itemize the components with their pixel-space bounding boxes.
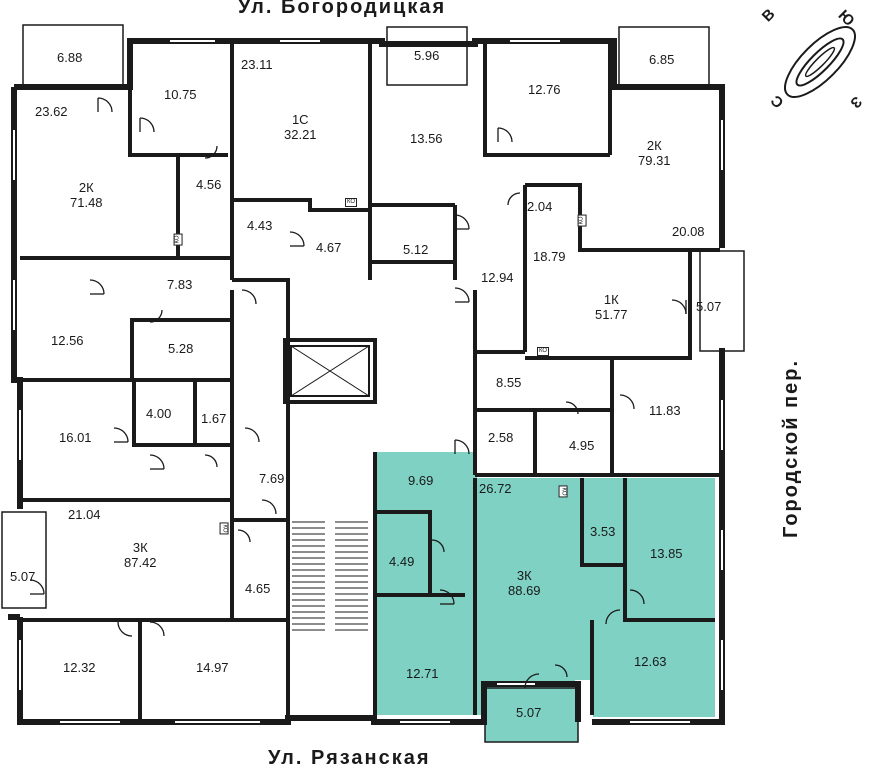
room-area: 6.88	[57, 50, 83, 65]
room-area: 20.08	[672, 224, 705, 239]
compass-letter-south: Ю	[835, 7, 858, 30]
room-area: 5.28	[168, 341, 194, 356]
apartment-area: 51.77	[595, 307, 628, 322]
apartment-type: 2К	[78, 180, 94, 195]
ventilation-marker: КО	[345, 198, 358, 207]
room-area: 12.76	[528, 82, 561, 97]
room-area: 13.56	[410, 131, 443, 146]
room-area: 4.56	[196, 177, 222, 192]
ventilation-marker: КО	[577, 214, 587, 227]
ventilation-marker: КО	[219, 522, 229, 535]
room-area: 21.04	[68, 507, 101, 522]
room-area: 5.12	[403, 242, 429, 257]
door-swings	[29, 97, 687, 689]
apartment-type: 1К	[603, 292, 619, 307]
room-area: 26.72	[479, 481, 512, 496]
room-area: 7.83	[167, 277, 193, 292]
room-area: 18.79	[533, 249, 566, 264]
apartment-area: 32.21	[284, 127, 317, 142]
room-area: 12.71	[406, 666, 439, 681]
room-area: 4.43	[247, 218, 273, 233]
windows	[13, 40, 723, 723]
apartment-label: 2К 71.48	[70, 180, 103, 210]
room-area: 4.65	[245, 581, 271, 596]
apartment-area: 87.42	[124, 555, 157, 570]
highlighted-apartment-3k	[375, 452, 715, 742]
ventilation-marker: КО	[537, 347, 550, 356]
apartment-area: 88.69	[508, 583, 541, 598]
room-area: 11.83	[649, 403, 681, 418]
compass-letter-west: З	[847, 93, 866, 112]
room-area: 10.75	[164, 87, 197, 102]
room-area: 12.63	[634, 654, 667, 669]
room-area: 16.01	[59, 430, 92, 445]
apartment-label: 1С 32.21	[284, 112, 317, 142]
room-area: 14.97	[196, 660, 229, 675]
room-area: 4.49	[389, 554, 415, 569]
street-label-bottom: Ул. Рязанская	[268, 747, 431, 769]
compass-letter-east: В	[759, 6, 779, 26]
room-area: 2.04	[527, 199, 553, 214]
room-area: 5.07	[516, 705, 542, 720]
room-area: 12.56	[51, 333, 84, 348]
compass-letter-north: С	[768, 91, 788, 111]
room-area: 23.62	[35, 104, 68, 119]
room-area: 5.07	[10, 569, 36, 584]
ventilation-marker: КО	[558, 485, 568, 498]
highlight-walls	[373, 452, 715, 715]
apartment-label: 2К 79.31	[638, 138, 671, 168]
room-area: 12.94	[481, 270, 514, 285]
apartment-label: 3К 87.42	[124, 540, 157, 570]
room-area: 23.11	[241, 57, 273, 72]
apartment-type: 3К	[132, 540, 148, 555]
street-label-right: Городской пер.	[780, 358, 802, 538]
apartment-label: 1К 51.77	[595, 292, 628, 322]
room-area: 9.69	[408, 473, 434, 488]
street-label-top: Ул. Богородицкая	[238, 0, 447, 18]
apartment-area: 71.48	[70, 195, 103, 210]
compass	[784, 26, 856, 98]
room-area: 2.58	[488, 430, 514, 445]
room-area: 1.67	[201, 411, 227, 426]
room-area: 4.67	[316, 240, 342, 255]
room-area: 3.53	[590, 524, 616, 539]
interior-walls	[20, 41, 720, 722]
ventilation-marker: КО	[173, 233, 183, 246]
room-area: 5.96	[414, 48, 440, 63]
room-area: 4.00	[146, 406, 172, 421]
apartment-type: 1С	[291, 112, 309, 127]
apartment-type: 2К	[646, 138, 662, 153]
room-area: 8.55	[496, 375, 522, 390]
stairs	[292, 521, 368, 631]
room-area: 12.32	[63, 660, 96, 675]
apartment-area: 79.31	[638, 153, 671, 168]
apartment-label: 3К 88.69	[508, 568, 541, 598]
room-area: 7.69	[259, 471, 285, 486]
elevator-shaft	[283, 338, 377, 404]
apartment-type: 3К	[516, 568, 532, 583]
room-area: 6.85	[649, 52, 675, 67]
room-area: 4.95	[569, 438, 595, 453]
room-area: 5.07	[696, 299, 722, 314]
room-area: 13.85	[650, 546, 683, 561]
